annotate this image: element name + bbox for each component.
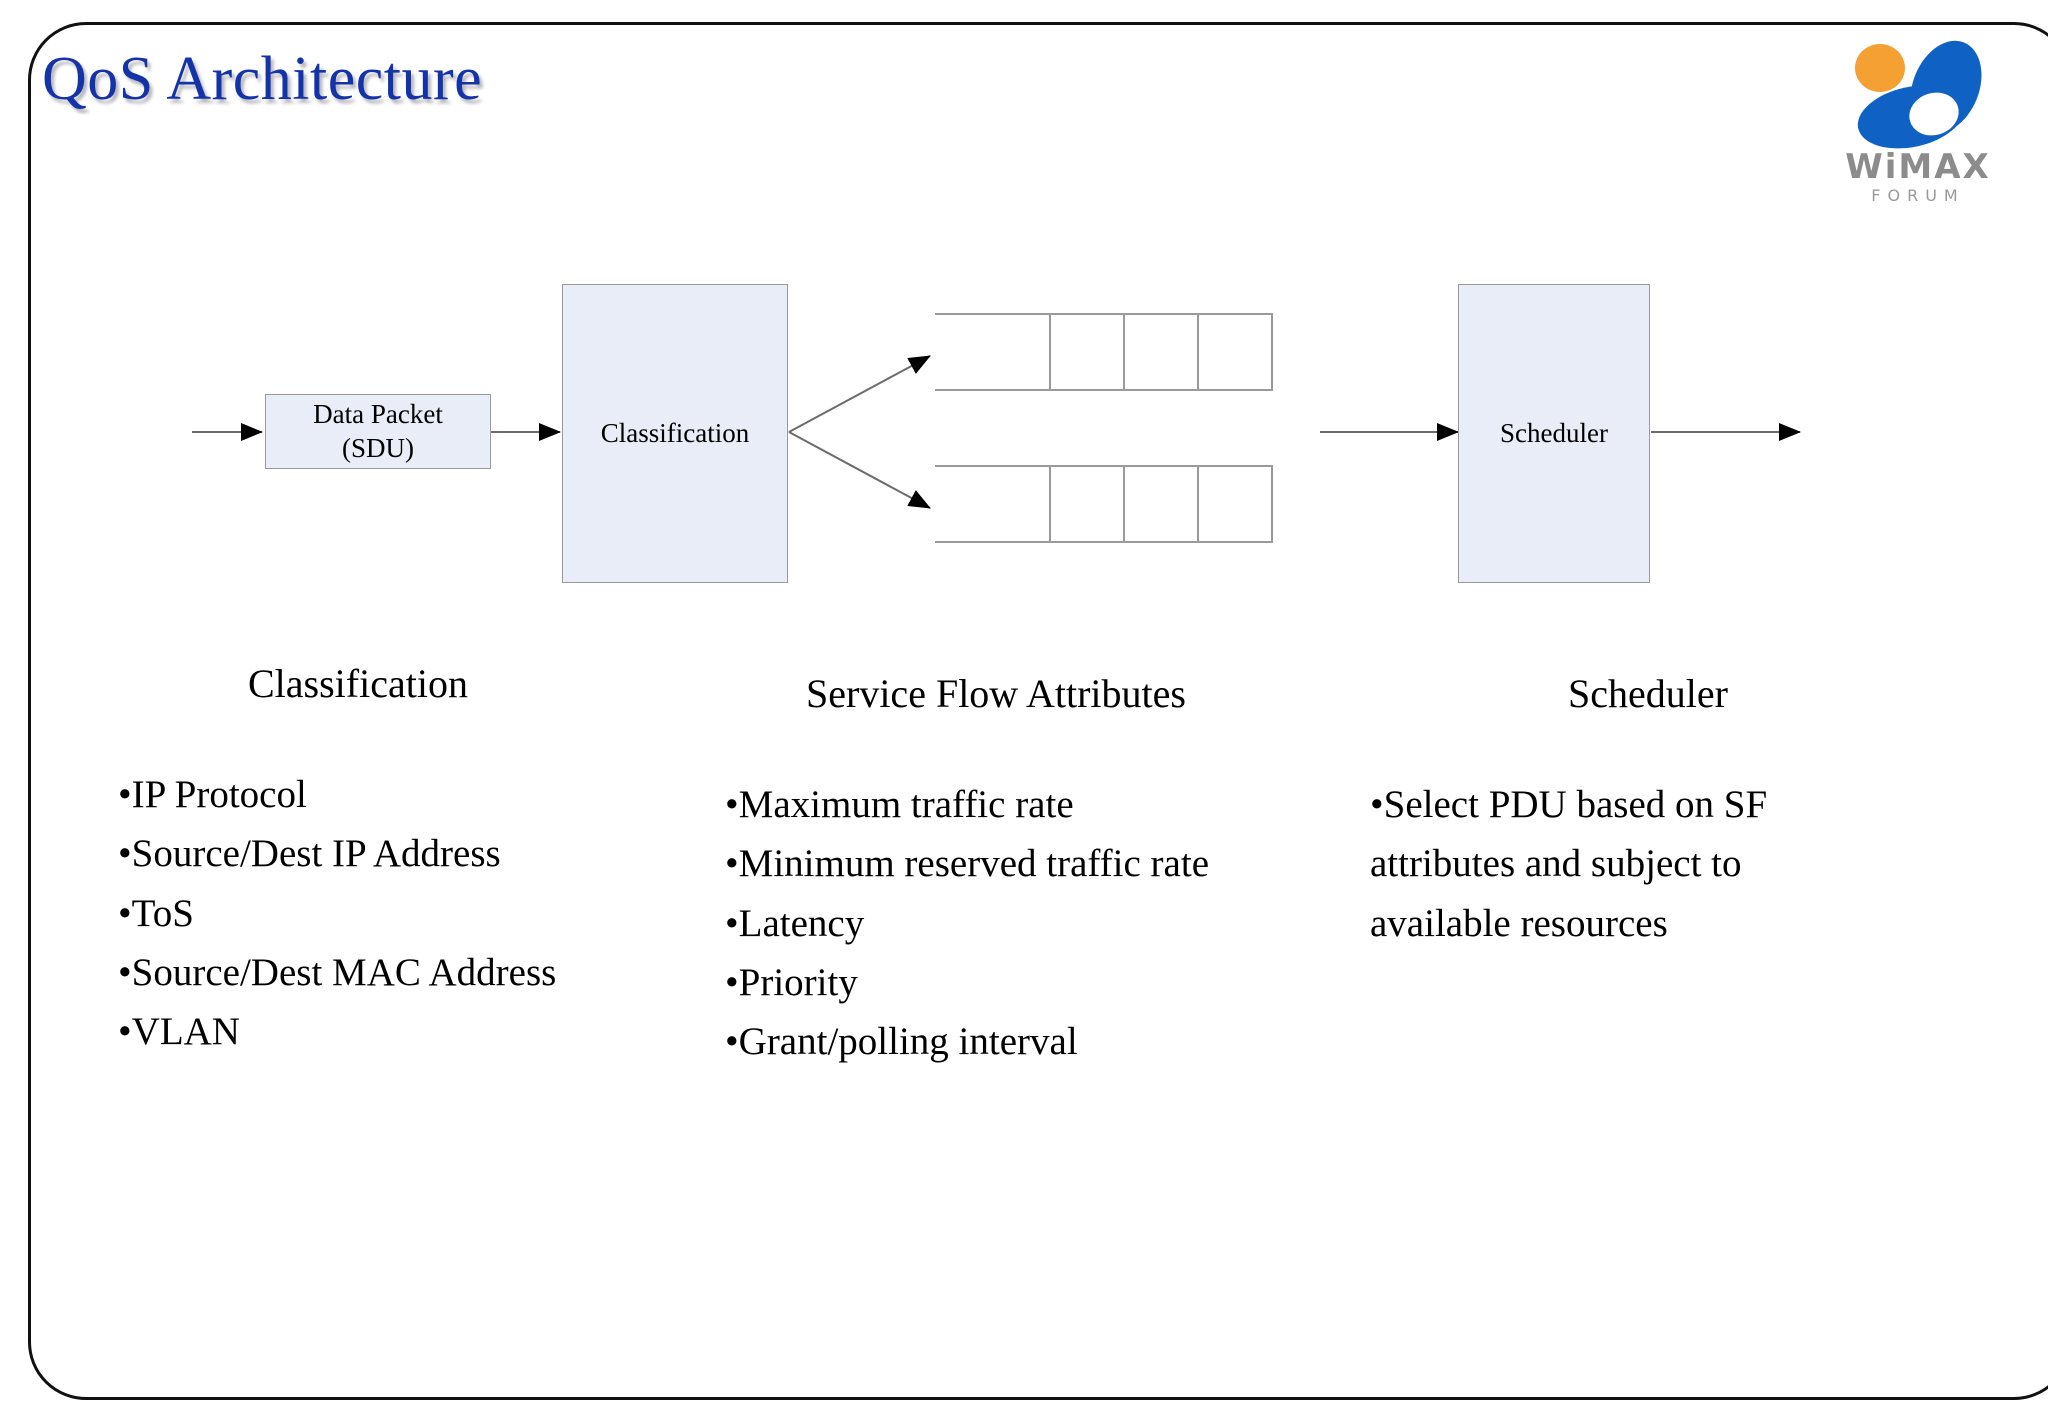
list-item: •Source/Dest IP Address [118, 832, 501, 876]
list-item: •ToS [118, 891, 194, 935]
queue-cell-divider-2 [1123, 313, 1125, 391]
wimax-logo-mark [1855, 40, 1982, 149]
queue-bottom-rail [935, 389, 1273, 391]
column-list-scheduler: •Select PDU based on SF attributes and s… [1370, 775, 1820, 953]
arrow-classification-to-queue-upper [788, 355, 931, 433]
column-heading-scheduler: Scheduler [1568, 671, 1728, 716]
data-packet-label-line1: Data Packet [313, 398, 443, 429]
queue-cell-divider-3 [1197, 313, 1199, 391]
wimax-wordmark: WiMAX [1845, 147, 1991, 187]
list-item: •Source/Dest MAC Address [118, 950, 557, 994]
data-packet-box[interactable]: Data Packet (SDU) [265, 394, 491, 469]
list-item: •IP Protocol [118, 773, 307, 816]
classification-box[interactable]: Classification [562, 284, 788, 583]
arrow-classification-to-queue-lower [788, 431, 931, 509]
list-item: •Select PDU based on SF attributes and s… [1370, 783, 1768, 945]
queue-top-rail [935, 313, 1273, 315]
queue-cell-divider-2 [1123, 465, 1125, 543]
data-packet-label-line2: (SDU) [342, 432, 414, 463]
list-item: •Latency [725, 901, 865, 945]
list-item: •Grant/polling interval [725, 1020, 1078, 1064]
list-item: •Priority [725, 960, 858, 1004]
scheduler-box[interactable]: Scheduler [1458, 284, 1650, 583]
column-heading-classification: Classification [248, 661, 468, 706]
queue-lower[interactable] [935, 465, 1273, 543]
wimax-forum-logo: WiMAX FORUM [1818, 30, 2018, 210]
queue-upper[interactable] [935, 313, 1273, 391]
queue-cell-divider-3 [1197, 465, 1199, 543]
queue-cell-divider-1 [1049, 313, 1051, 391]
scheduler-box-label: Scheduler [1500, 417, 1608, 448]
list-item: •Maximum traffic rate [725, 783, 1074, 826]
queue-cell-divider-1 [1049, 465, 1051, 543]
column-heading-service-flow-attributes: Service Flow Attributes [806, 671, 1186, 716]
queue-right-edge [1271, 465, 1273, 543]
column-list-classification: •IP Protocol •Source/Dest IP Address •To… [118, 765, 738, 1061]
queue-bottom-rail [935, 541, 1273, 543]
queue-top-rail [935, 465, 1273, 467]
classification-box-label: Classification [600, 417, 750, 448]
list-item: •Minimum reserved traffic rate [725, 842, 1209, 886]
queue-right-edge [1271, 313, 1273, 391]
list-item: •VLAN [118, 1010, 240, 1054]
page-title: QoS Architecture [42, 45, 483, 113]
column-list-service-flow-attributes: •Maximum traffic rate •Minimum reserved … [725, 775, 1365, 1071]
forum-wordmark: FORUM [1871, 186, 1965, 205]
